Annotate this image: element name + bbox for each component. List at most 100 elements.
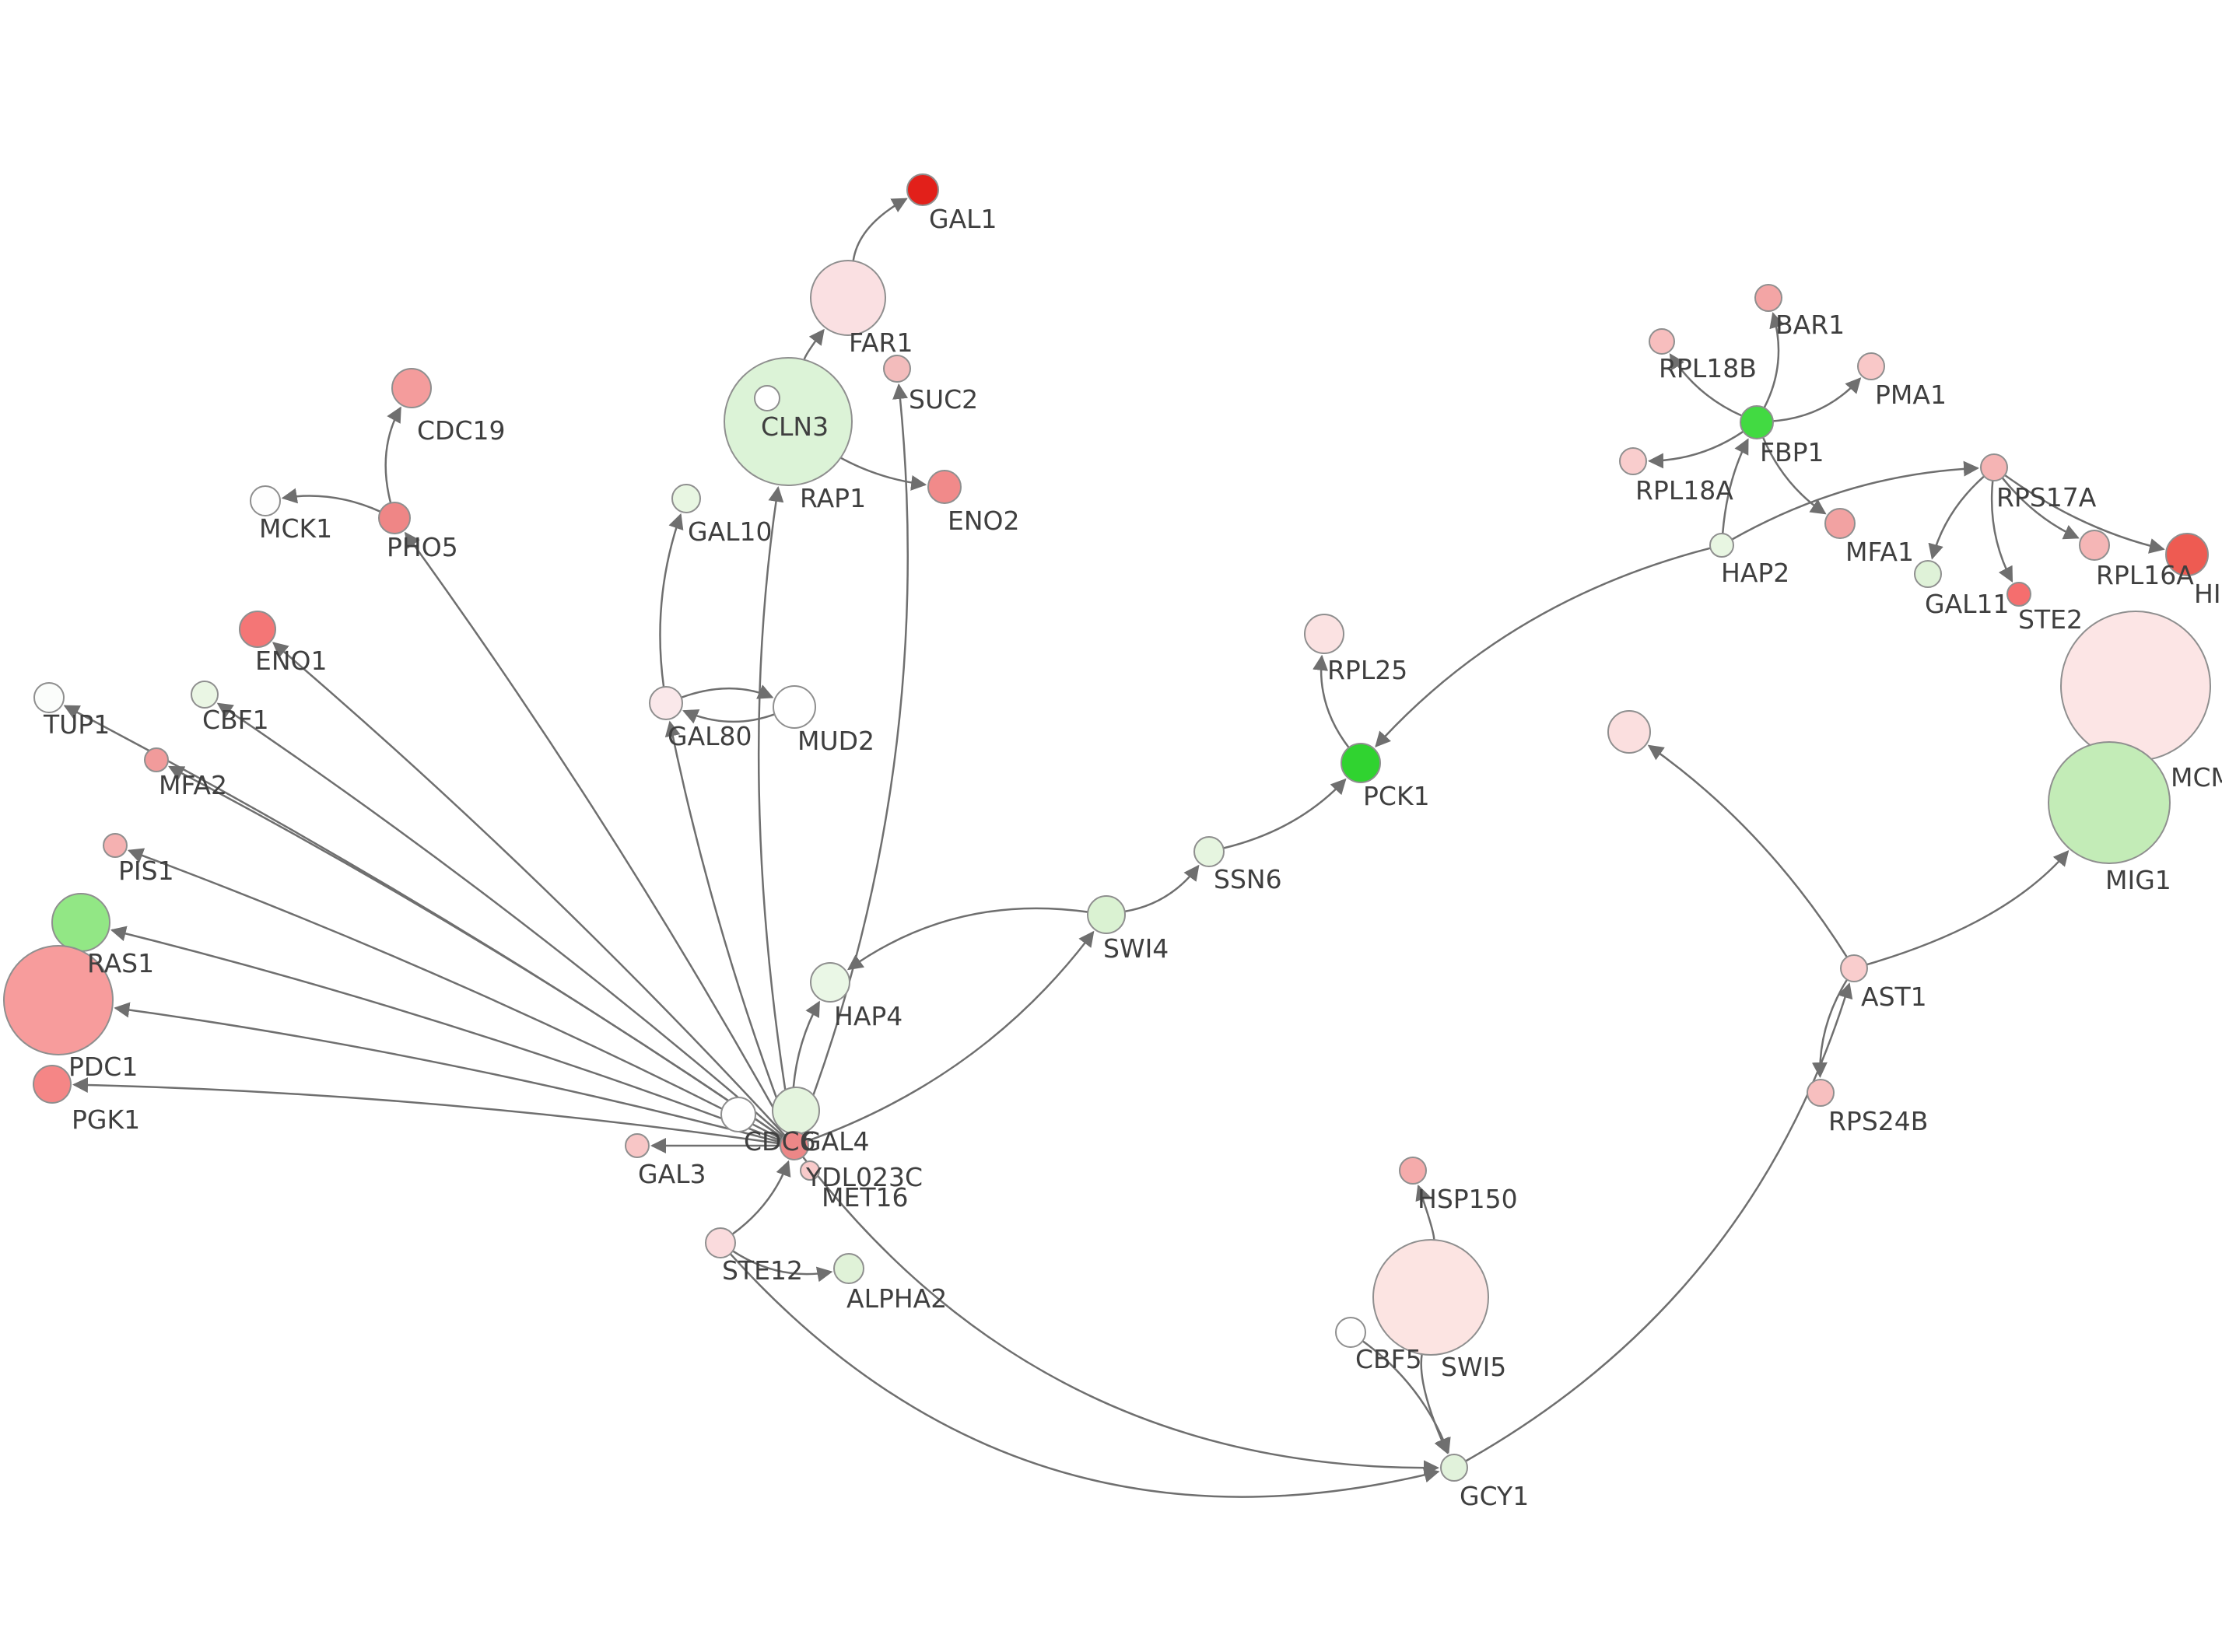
edge-CBF5-GCY1[interactable]: [1362, 1340, 1451, 1454]
edge-GAL4-CBF1[interactable]: [216, 702, 785, 1138]
node-HAP2[interactable]: [1709, 533, 1734, 558]
node-GAL11[interactable]: [1914, 560, 1942, 588]
edge-STE12-ALPHA2[interactable]: [732, 1250, 833, 1283]
edge-HAP2-PCK1[interactable]: [1375, 547, 1711, 747]
edge-GCY1-AST1[interactable]: [1465, 982, 1853, 1462]
edge-MUD2-GAL80[interactable]: [682, 709, 776, 724]
node-RPL25[interactable]: [1304, 614, 1344, 654]
node-ENO1[interactable]: [239, 611, 276, 648]
edge-FBP1-PMA1[interactable]: [1772, 377, 1862, 422]
node-GAL10[interactable]: [671, 484, 701, 513]
node-RPL18B[interactable]: [1649, 328, 1675, 355]
node-STE2[interactable]: [2006, 582, 2031, 607]
node-CDC6[interactable]: [720, 1097, 756, 1132]
node-label-ENO2: ENO2: [948, 506, 1020, 536]
node-CDC19[interactable]: [391, 368, 432, 408]
edge-PHO5-CDC19[interactable]: [384, 406, 401, 503]
edge-RPS17A-HIS4[interactable]: [2004, 474, 2165, 554]
node-RPS17A[interactable]: [1980, 453, 2008, 481]
node-MFA2[interactable]: [144, 747, 169, 772]
node-FAR1[interactable]: [810, 260, 886, 336]
node-STE12[interactable]: [705, 1227, 736, 1258]
node-PMA1[interactable]: [1857, 352, 1885, 380]
edge-GAL80-MUD2[interactable]: [681, 684, 774, 699]
node-RAS1[interactable]: [51, 893, 110, 952]
node-CBF1[interactable]: [191, 681, 219, 709]
node-MCM1[interactable]: [2060, 611, 2211, 761]
node-MFA1[interactable]: [1824, 508, 1856, 539]
node-GCY1[interactable]: [1440, 1454, 1468, 1482]
node-FBP1[interactable]: [1740, 405, 1774, 439]
node-AST1[interactable]: [1840, 954, 1868, 982]
node-PDC1[interactable]: [3, 945, 114, 1055]
edge-PHO5-MCK1[interactable]: [281, 488, 381, 513]
node-GAL3[interactable]: [625, 1133, 650, 1158]
node-BAR1[interactable]: [1754, 284, 1782, 312]
node-CBF5[interactable]: [1335, 1317, 1366, 1348]
edge-GAL4-SUC2[interactable]: [798, 383, 909, 1133]
edge-SWI5-HSP150[interactable]: [1415, 1184, 1435, 1241]
edge-GAL4-PIS1[interactable]: [127, 848, 783, 1140]
edge-GAL4-PHO5[interactable]: [404, 531, 789, 1134]
edge-GAL4-PDC1[interactable]: [114, 1002, 781, 1143]
node-PIS1[interactable]: [103, 833, 128, 858]
edge-GAL4-GCY1[interactable]: [801, 1156, 1439, 1476]
edge-GAL4-SWI4[interactable]: [807, 930, 1095, 1143]
edge-HAP2-FBP1[interactable]: [1721, 438, 1749, 534]
node-CLN3[interactable]: [724, 357, 853, 486]
edge-SWI4-SSN6[interactable]: [1124, 864, 1200, 913]
node-GAL80[interactable]: [649, 686, 683, 720]
edge-SSN6-PCK1[interactable]: [1223, 778, 1347, 849]
node-RPL16A[interactable]: [2079, 530, 2110, 561]
node-RPS24B[interactable]: [1807, 1079, 1835, 1107]
node-GAL4[interactable]: [780, 1131, 809, 1160]
edge-GAL4-ENO1[interactable]: [272, 642, 786, 1136]
node-SWI5[interactable]: [1372, 1239, 1489, 1356]
edge-AST1-MIG1[interactable]: [1866, 849, 2070, 966]
node-MIG1[interactable]: [2048, 741, 2171, 864]
node-TUP1[interactable]: [33, 682, 65, 713]
edge-GAL4-MFA2[interactable]: [168, 765, 783, 1139]
node-ENO2[interactable]: [927, 470, 962, 504]
edge-PCK1-RPL25[interactable]: [1313, 654, 1350, 748]
edge-FAR1-GAL1[interactable]: [852, 198, 908, 261]
edge-RPS17A-STE2[interactable]: [1990, 480, 2013, 583]
edge-CLN3-FAR1[interactable]: [803, 328, 825, 361]
node-HAP4[interactable]: [810, 962, 850, 1003]
edge-GAL4-PGK1[interactable]: [72, 1077, 781, 1145]
node-SSN6[interactable]: [1193, 836, 1225, 867]
edge-AST1-RPS24B[interactable]: [1811, 978, 1849, 1078]
node-RAP1[interactable]: [754, 385, 780, 411]
node-ALPHA2[interactable]: [833, 1253, 864, 1284]
node-PGK1[interactable]: [33, 1065, 72, 1104]
node-RPL18A[interactable]: [1619, 447, 1647, 475]
edge-GAL4-GAL80[interactable]: [664, 720, 790, 1133]
edge-FBP1-RPL18A[interactable]: [1648, 430, 1744, 469]
edge-FBP1-BAR1[interactable]: [1763, 312, 1785, 408]
edge-GAL4-RAS1[interactable]: [110, 926, 782, 1142]
node-MCK1[interactable]: [250, 485, 281, 516]
edge-AST1-NODE1[interactable]: [1647, 744, 1848, 958]
node-SWI4[interactable]: [1087, 895, 1126, 934]
node-MET16[interactable]: [800, 1160, 820, 1181]
node-PCK1[interactable]: [1341, 743, 1381, 783]
edge-GAL4-CLN3[interactable]: [757, 486, 794, 1132]
node-NODE1[interactable]: [1607, 710, 1651, 754]
edge-RPS17A-RPL16A[interactable]: [2001, 477, 2080, 540]
node-PHO5[interactable]: [378, 502, 411, 534]
edge-FBP1-RPL18B[interactable]: [1669, 353, 1743, 417]
node-MUD2[interactable]: [773, 685, 816, 729]
edge-RPS17A-GAL11[interactable]: [1928, 475, 1985, 560]
node-SUC2[interactable]: [883, 355, 911, 383]
edge-STE12-GCY1[interactable]: [729, 1253, 1440, 1498]
node-HIS4[interactable]: [2165, 533, 2209, 576]
node-label-CBF5: CBF5: [1355, 1344, 1422, 1374]
edge-SWI4-HAP4[interactable]: [846, 907, 1088, 971]
edge-GAL80-GAL10[interactable]: [659, 513, 684, 688]
node-HSP150[interactable]: [1399, 1157, 1427, 1185]
node-GAL1[interactable]: [906, 173, 939, 206]
node-label-RPL25: RPL25: [1327, 655, 1407, 685]
edge-FBP1-MFA1[interactable]: [1761, 436, 1827, 515]
edge-HAP2-RPS17A[interactable]: [1731, 460, 1979, 541]
edge-STE12-GAL4[interactable]: [731, 1160, 791, 1235]
